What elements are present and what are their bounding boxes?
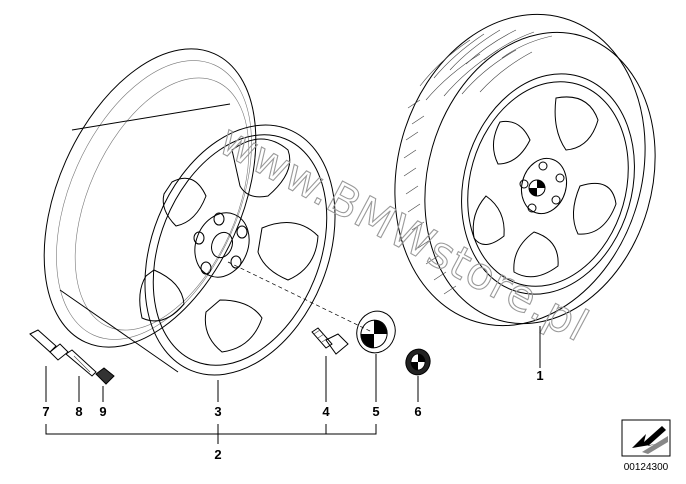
hub-cap-outer [356, 310, 396, 354]
assembly-axis-line [227, 261, 373, 333]
hub-cap-quadrant [361, 334, 374, 348]
wheel-center-cap-quadrant [537, 180, 545, 188]
callout-leaders [45, 326, 541, 444]
rim-bolt-hole [230, 255, 242, 269]
valve-cap-body [95, 367, 115, 385]
callout-7: 7 [42, 404, 49, 419]
corner-badge [621, 419, 671, 457]
tyre-tread-outline [394, 13, 646, 327]
wheel-rim-edge [461, 73, 635, 295]
valve-insert-thread [73, 355, 91, 373]
arrow-down-left-icon [632, 426, 668, 454]
rim-spoke-window [231, 138, 291, 198]
callout-8: 8 [75, 404, 82, 419]
callout-9: 9 [99, 404, 106, 419]
valve-stem-base [49, 343, 69, 361]
rim-hub [194, 212, 250, 278]
tyre-tread-pattern [419, 29, 553, 87]
callout-1: 1 [536, 368, 543, 383]
wheel-bolt-head [325, 333, 349, 355]
wheel-lug-bolt [551, 195, 561, 205]
wheel-lug-bolt [555, 173, 565, 183]
rim-barrel-top-line [71, 103, 231, 131]
emblem-quadrant [418, 354, 425, 362]
wheel-center-cap-quadrant [529, 188, 537, 196]
hub-cap-drawing [356, 310, 396, 354]
tyre-tread-pattern [403, 99, 457, 295]
callout-6: 6 [414, 404, 421, 419]
rim-bolt-hole [236, 225, 248, 239]
callout-3: 3 [214, 404, 221, 419]
hub-cap-inner [360, 319, 388, 349]
complete-wheel-drawing [394, 13, 656, 327]
emblem-quadrant [411, 362, 418, 370]
wheel-rim-flange [467, 81, 629, 287]
valve-insert-body [65, 349, 97, 377]
valve-insert-drawing [65, 349, 97, 377]
callout-2: 2 [214, 447, 221, 462]
wheel-spoke-window [493, 120, 531, 165]
rim-front-flange [152, 134, 328, 366]
valve-cap-drawing [95, 367, 115, 385]
wheel-spoke-window [472, 195, 505, 245]
rim-spoke-window [257, 222, 319, 281]
bracket-2 [45, 424, 377, 435]
document-number: 00124300 [624, 462, 669, 473]
wheel-spoke-window [554, 96, 599, 151]
rim-barrel-groove [74, 77, 250, 331]
wheel-bolt-drawing [311, 327, 349, 355]
wheel-lug-bolt [527, 203, 537, 213]
wheel-bolt-shank [311, 327, 333, 349]
emblem-drawing [405, 348, 431, 376]
arrow-down-left-shadow [642, 436, 668, 454]
rim-center-bore [211, 231, 233, 259]
wheel-spoke-window [513, 231, 559, 278]
wheel-spoke-window [573, 182, 617, 235]
rim-front-edge [144, 124, 336, 376]
rim-back-edge [43, 48, 257, 348]
alloy-rim-drawing [43, 48, 336, 376]
wheel-lug-bolt [538, 161, 548, 171]
rim-spoke-window [139, 269, 185, 322]
wheel-bolt-thread [313, 329, 329, 343]
rim-bolt-hole [200, 261, 212, 275]
rim-bolt-hole [193, 231, 205, 245]
rim-barrel-bottom-line [59, 289, 179, 373]
hub-cap-quadrant [374, 320, 387, 334]
rim-spoke-window [162, 177, 207, 227]
arrow-down-left-shape [632, 426, 666, 448]
callout-5: 5 [372, 404, 379, 419]
tyre-tread-pattern [425, 49, 533, 101]
rim-spoke-window [204, 299, 263, 353]
rim-back-lip [56, 60, 252, 340]
wheel-lug-bolt [519, 179, 529, 189]
callout-4: 4 [322, 404, 330, 419]
rim-bolt-hole [213, 212, 225, 226]
tyre-sidewall-outline [424, 31, 656, 325]
valve-stem-drawing [29, 329, 69, 361]
valve-stem-body [29, 329, 57, 353]
